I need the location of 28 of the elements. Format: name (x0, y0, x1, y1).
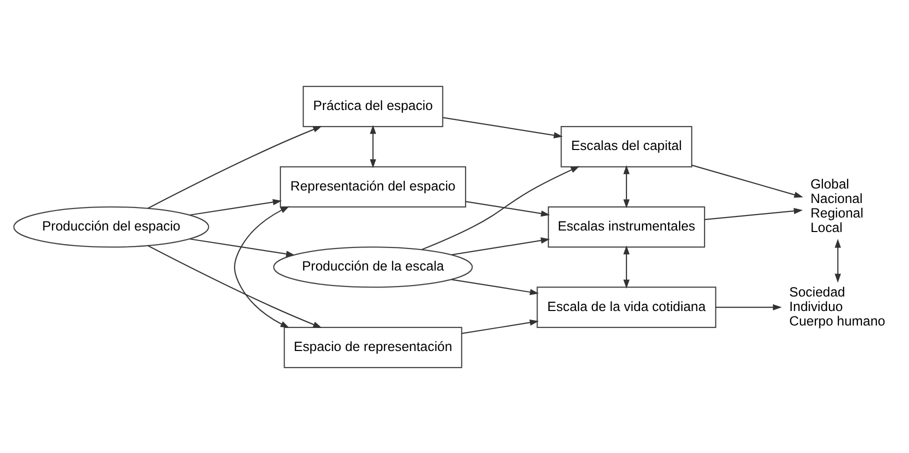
arrow (716, 304, 782, 310)
arrow (462, 318, 539, 334)
node-box: Escalas del capital (560, 126, 692, 167)
arrow (190, 198, 282, 216)
arrow (370, 124, 376, 168)
node-text: Sociedad Individuo Cuerpo humano (789, 284, 886, 328)
arrow (834, 238, 841, 282)
arrow (442, 116, 563, 138)
node-box: Espacio de representación (284, 326, 462, 368)
node-ellipse: Producción del espacio (13, 206, 210, 248)
node-box: Práctica del espacio (302, 85, 444, 127)
arrow (422, 166, 580, 250)
node-box: Escalas instrumentales (548, 206, 706, 248)
node-ellipse: Producción de la escala (273, 246, 473, 288)
arrow (234, 206, 290, 328)
node-box: Representación del espacio (280, 166, 466, 207)
arrow (704, 207, 803, 220)
arrow (692, 164, 804, 198)
arrow (466, 200, 550, 216)
arrow (451, 236, 550, 255)
node-box: Escala de la vida cotidiana (536, 286, 716, 328)
arrow (623, 164, 630, 208)
arrow (451, 278, 539, 295)
arrow (623, 244, 630, 288)
arrow (190, 238, 296, 256)
arrow (148, 244, 322, 328)
node-text: Global Nacional Regional Local (810, 176, 864, 235)
arrow (148, 126, 322, 208)
